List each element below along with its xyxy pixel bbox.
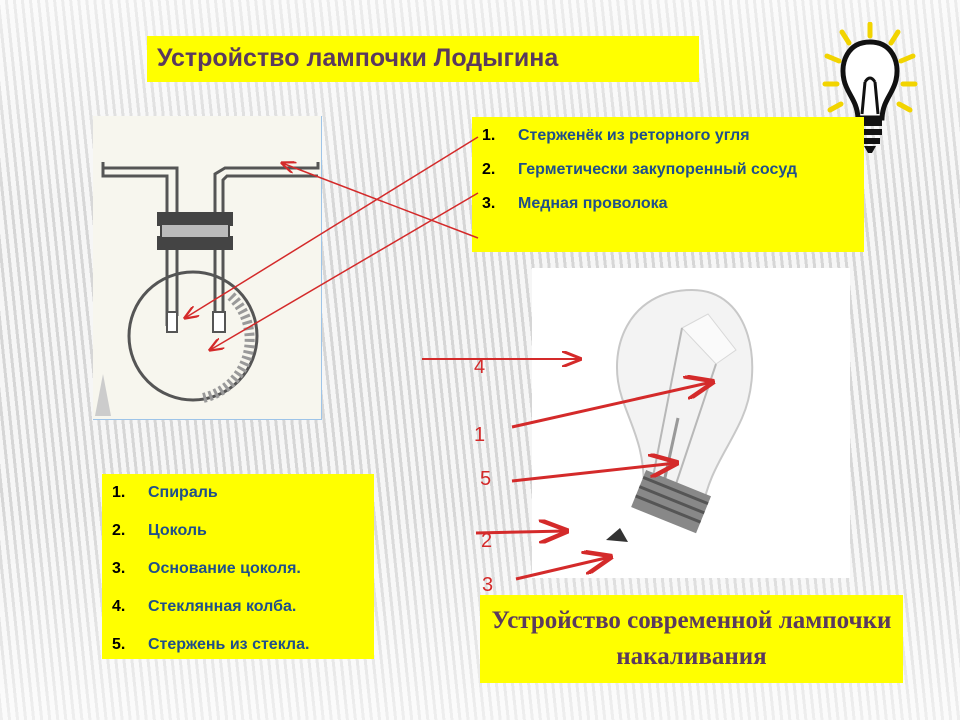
list-item: 3.Медная проволока [482, 195, 668, 212]
bulb-label-3: 3 [482, 574, 494, 596]
arrow-lodygin-1 [185, 136, 479, 318]
modern-bulb-image [532, 268, 850, 578]
list-item: 1.Спираль [112, 484, 218, 501]
list-item: 2.Цоколь [112, 522, 207, 539]
arrow-bulb-1 [511, 382, 712, 429]
arrow-lodygin-2 [210, 192, 479, 350]
arrow-bulb-5 [511, 463, 676, 483]
bulb-label-4: 4 [474, 356, 486, 378]
caption: Устройство современной лампочки накалива… [480, 595, 903, 683]
lodygin-parts-list: 1.Стерженёк из реторного угля 2.Герметич… [472, 117, 864, 252]
bulb-label-5: 5 [480, 468, 492, 490]
page-title: Устройство лампочки Лодыгина [147, 36, 699, 82]
arrow-bulb-3 [515, 557, 610, 581]
list-item: 4.Стеклянная колба. [112, 598, 297, 615]
list-item: 2.Герметически закупоренный сосуд [482, 161, 798, 178]
bulb-label-2: 2 [481, 530, 493, 552]
list-item: 3.Основание цоколя. [112, 560, 301, 577]
arrow-lodygin-3 [282, 163, 479, 239]
light-bulb-icon [822, 22, 918, 153]
bulb-label-1: 1 [474, 424, 486, 446]
list-item: 1.Стерженёк из реторного угля [482, 127, 750, 144]
arrow-bulb-2 [475, 531, 566, 533]
list-item: 5.Стержень из стекла. [112, 636, 310, 653]
modern-parts-list: 1.Спираль 2.Цоколь 3.Основание цоколя. 4… [102, 474, 374, 659]
